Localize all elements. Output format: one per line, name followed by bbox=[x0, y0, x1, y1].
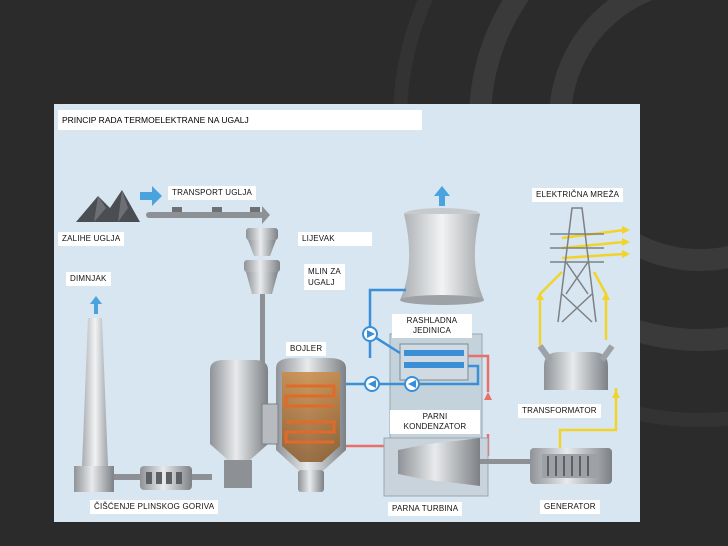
hopper bbox=[246, 228, 278, 256]
conveyor-belt bbox=[146, 206, 270, 224]
chimney-smoke-arrow bbox=[90, 296, 102, 314]
label-generator: GENERATOR bbox=[540, 500, 600, 514]
pump-icons bbox=[362, 326, 420, 392]
grid-arrow-2 bbox=[622, 238, 630, 246]
label-transformer: TRANSFORMATOR bbox=[518, 404, 601, 418]
diagram-figure: PRINCIP RADA TERMOELEKTRANE NA UGALJ TRA… bbox=[54, 104, 640, 522]
condenser-unit bbox=[389, 333, 483, 459]
label-coal-stock: ZALIHE UGLJA bbox=[58, 232, 125, 246]
grid-arrow-1 bbox=[622, 226, 630, 234]
boiler bbox=[210, 358, 346, 492]
transmission-pylon bbox=[550, 207, 604, 323]
label-hopper: LIJEVAK bbox=[298, 232, 372, 246]
label-steam-turbine: PARNA TURBINA bbox=[388, 502, 463, 516]
coal-pile bbox=[76, 190, 140, 222]
diagram-title: PRINCIP RADA TERMOELEKTRANE NA UGALJ bbox=[58, 110, 422, 130]
power-arrow-1 bbox=[536, 292, 544, 300]
power-arrow-3 bbox=[612, 390, 620, 398]
label-condenser: PARNI KONDENZATOR bbox=[390, 410, 480, 434]
label-coal-mill-line2: UGALJ bbox=[308, 278, 335, 287]
generator bbox=[530, 448, 612, 484]
plant-illustration bbox=[74, 186, 630, 497]
label-coal-transport: TRANSPORT UGLJA bbox=[168, 186, 257, 200]
grid-arrow-3 bbox=[622, 250, 630, 258]
label-gas-cleaning: ČIŠĆENJE PLINSKOG GORIVA bbox=[90, 500, 219, 514]
label-condenser-line2: KONDENZATOR bbox=[403, 422, 467, 431]
label-coal-mill-line1: MLIN ZA bbox=[308, 267, 341, 276]
cooling-tower bbox=[400, 208, 484, 305]
label-chimney: DIMNJAK bbox=[66, 272, 111, 286]
steam-turbine bbox=[383, 437, 534, 497]
label-cooling-unit-line2: JEDINICA bbox=[412, 326, 452, 335]
steam-up-arrow bbox=[484, 392, 492, 400]
label-cooling-unit: RASHLADNA JEDINICA bbox=[392, 314, 472, 338]
cooling-tower-steam-arrow bbox=[434, 186, 450, 206]
coal-flow-arrow bbox=[140, 186, 162, 206]
transformer bbox=[537, 344, 615, 390]
label-power-grid: ELEKTRIČNA MREŽA bbox=[532, 188, 624, 202]
power-arrow-2 bbox=[602, 292, 610, 300]
label-cooling-unit-line1: RASHLADNA bbox=[406, 316, 458, 325]
label-condenser-line1: PARNI bbox=[422, 412, 448, 421]
coal-mill bbox=[244, 260, 280, 294]
gas-cleaning-unit bbox=[114, 466, 212, 490]
chimney bbox=[74, 318, 114, 492]
label-coal-mill: MLIN ZA UGALJ bbox=[304, 264, 345, 290]
label-boiler: BOJLER bbox=[286, 342, 327, 356]
